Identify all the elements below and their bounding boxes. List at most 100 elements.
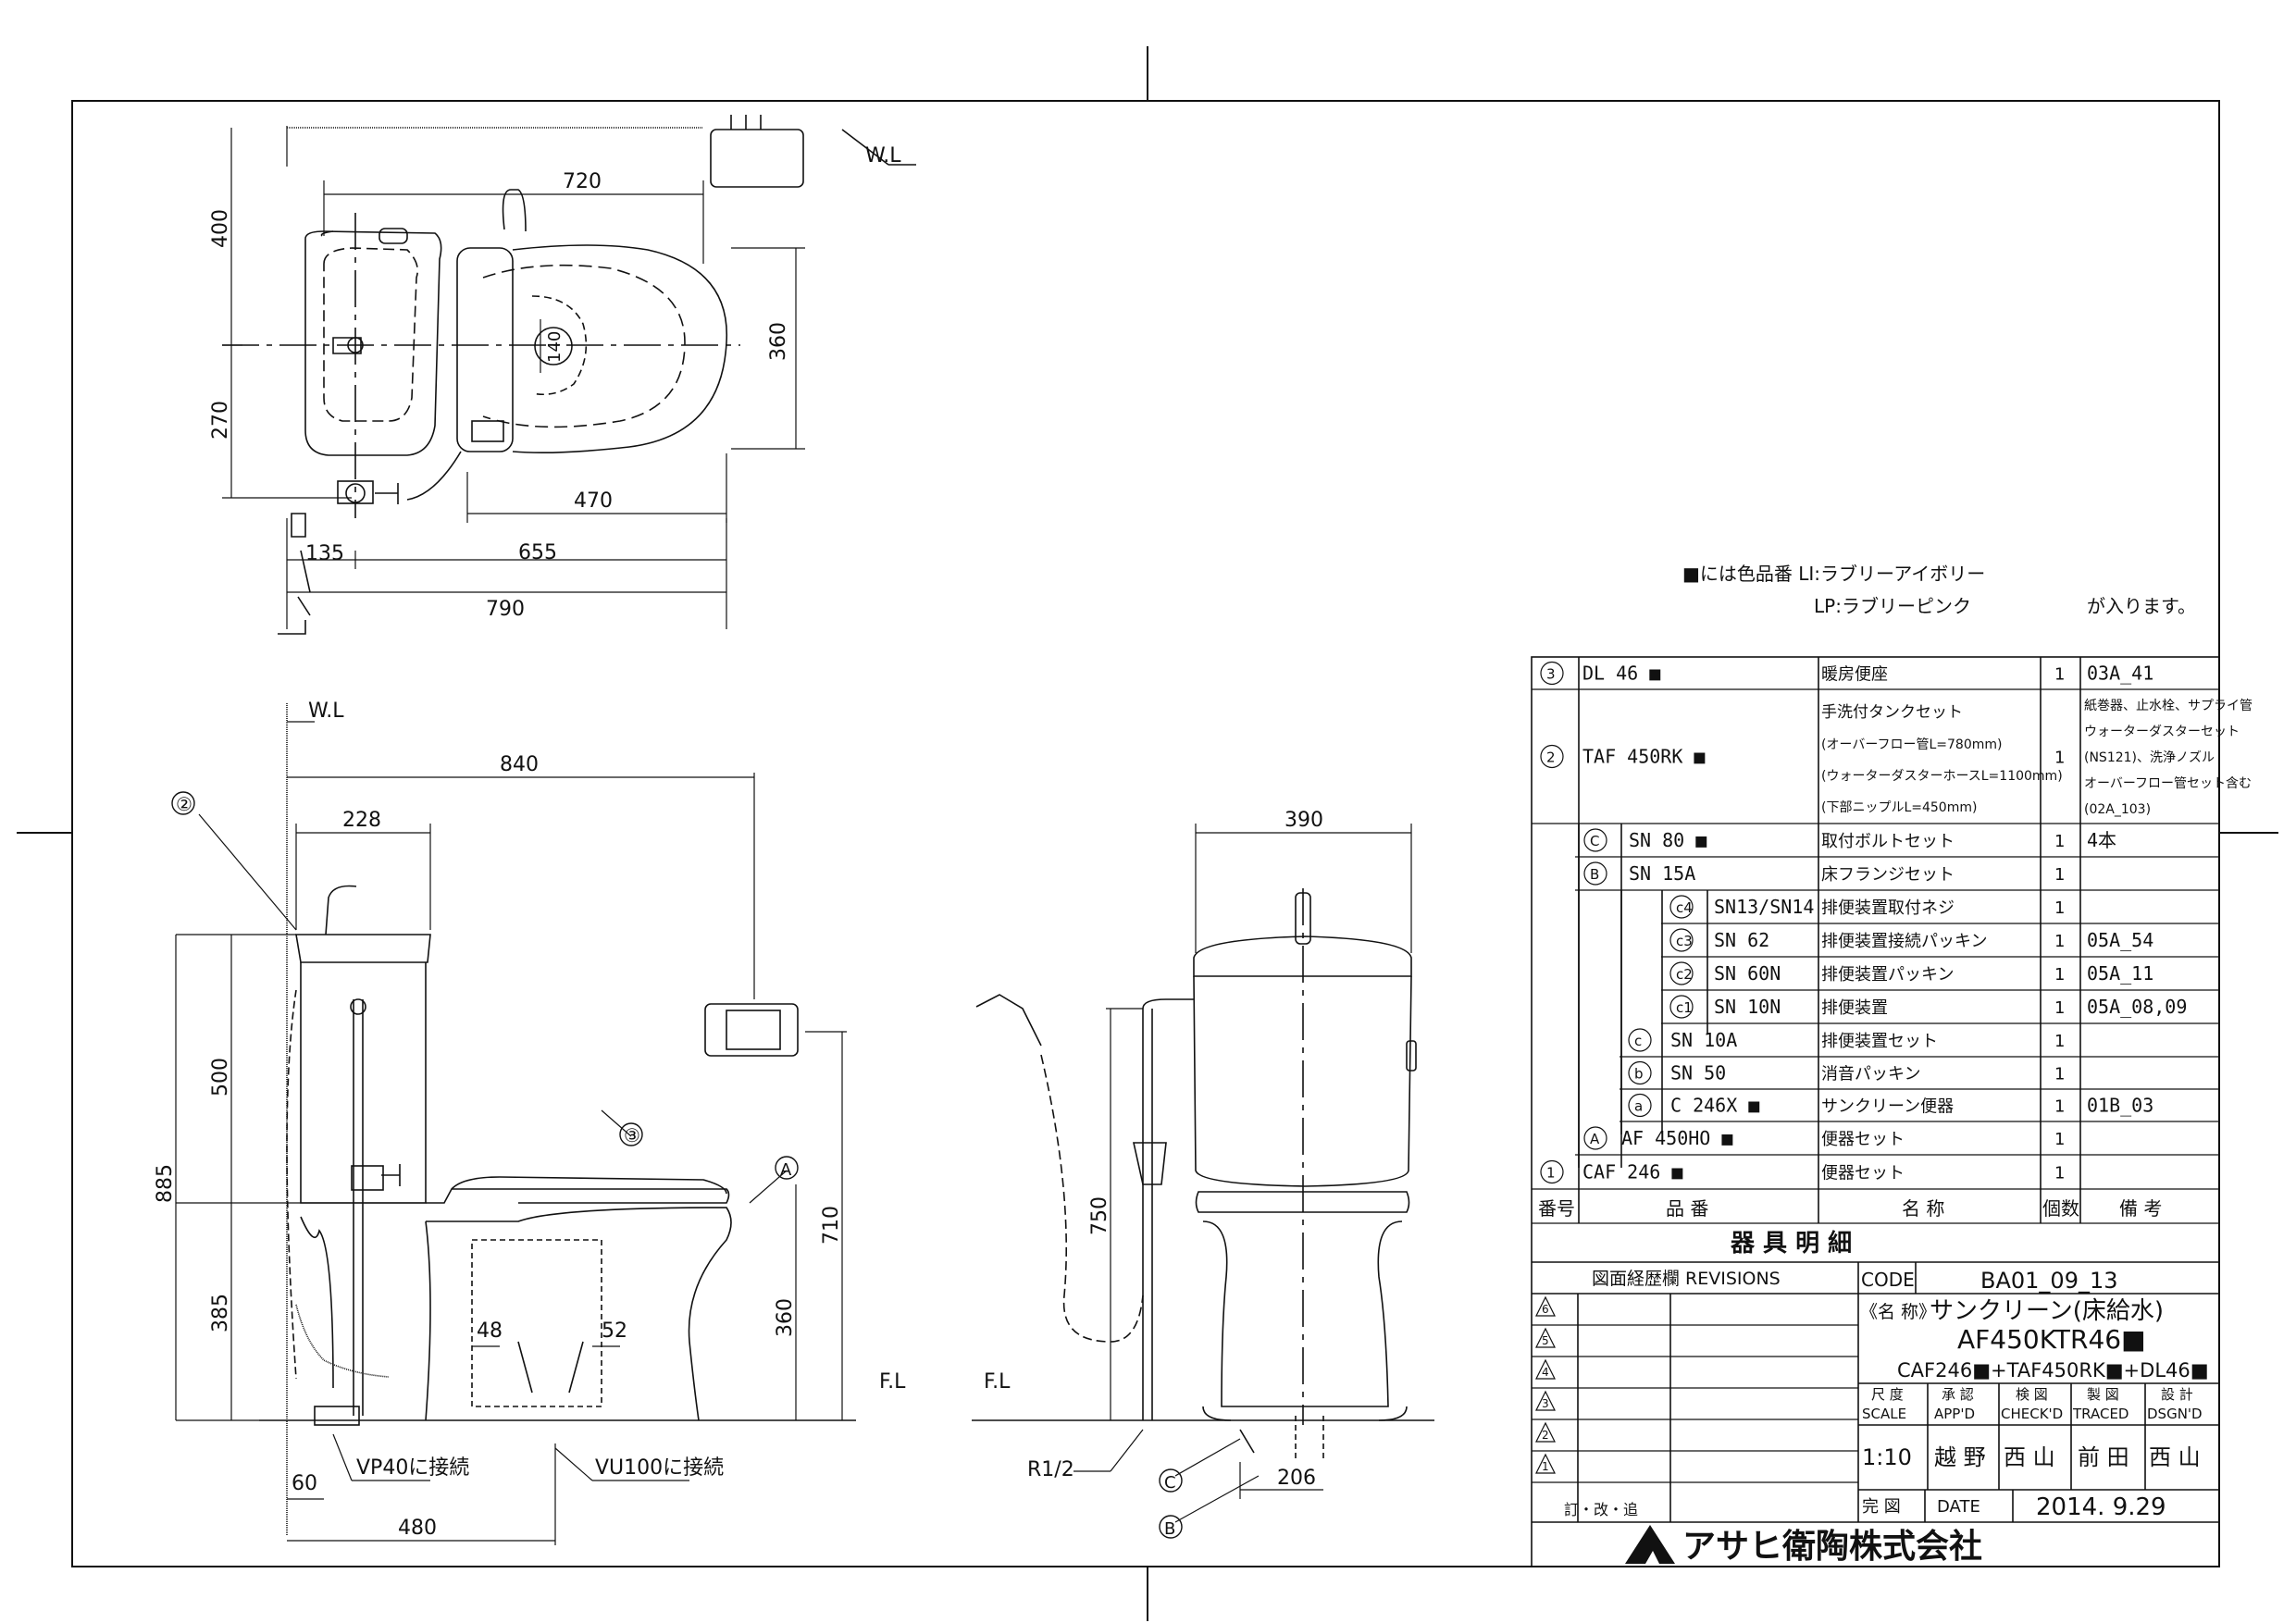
row-remark: 05A_54 bbox=[2087, 929, 2153, 951]
revision-triangle-icon bbox=[1535, 1358, 1556, 1380]
row-number-circle bbox=[1669, 995, 1694, 1019]
row-remark: 05A_08,09 bbox=[2087, 996, 2187, 1018]
dim-400: 400 bbox=[209, 209, 232, 248]
row-number-circle bbox=[1583, 861, 1607, 886]
row-code: SN13/SN14 bbox=[1714, 896, 1814, 918]
revision-mark: 1 bbox=[1542, 1460, 1549, 1473]
callout-2: ② bbox=[176, 793, 192, 815]
row-remark: 紙巻器、止水栓、サプライ管 bbox=[2084, 699, 2253, 713]
row-name: 消音パッキン bbox=[1821, 1065, 1920, 1084]
note-line-1: ■には色品番 LI:ラブリーアイボリー bbox=[1682, 563, 1985, 585]
row-qty: 1 bbox=[2054, 1130, 2065, 1149]
dim-135: 135 bbox=[305, 542, 344, 565]
row-qty: 1 bbox=[2054, 665, 2065, 685]
plan-view bbox=[222, 115, 916, 635]
traced-jp: 製 図 bbox=[2087, 1386, 2119, 1403]
row-number-circle bbox=[1583, 1126, 1607, 1150]
row-code: SN 50 bbox=[1670, 1062, 1726, 1084]
row-number-circle bbox=[1540, 1159, 1564, 1184]
dim-470: 470 bbox=[574, 489, 613, 513]
scale-en: SCALE bbox=[1862, 1406, 1906, 1422]
plan-dim-labels: 720 400 360 140 270 470 135 655 790 W.L bbox=[209, 144, 901, 621]
wl-label-side: W.L bbox=[308, 700, 344, 723]
dim-52: 52 bbox=[602, 1319, 627, 1343]
callout-B: B bbox=[1164, 1519, 1175, 1539]
front-callouts: C B bbox=[1159, 1468, 1183, 1539]
row-remark: ウォーターダスターセット bbox=[2084, 725, 2240, 739]
row-name: 床フランジセット bbox=[1821, 865, 1955, 885]
row-number-circle bbox=[1669, 895, 1694, 919]
hdr-remark: 備 考 bbox=[2119, 1197, 2162, 1220]
parts-table bbox=[1531, 656, 2220, 1567]
row-number: a bbox=[1634, 1098, 1643, 1115]
dim-720: 720 bbox=[563, 170, 602, 193]
row-number-circle bbox=[1540, 744, 1564, 769]
row-number-circle bbox=[1628, 1060, 1652, 1085]
traced-en: TRACED bbox=[2072, 1406, 2128, 1422]
row-name: 排便装置 bbox=[1821, 998, 1888, 1018]
row-name: サンクリーン便器 bbox=[1821, 1097, 1954, 1117]
row-number: 2 bbox=[1546, 750, 1556, 766]
date-jp: 完 図 bbox=[1862, 1497, 1901, 1517]
row-name: 排便装置セット bbox=[1821, 1032, 1938, 1051]
dim-48: 48 bbox=[477, 1319, 503, 1343]
revision-triangle-icon bbox=[1535, 1390, 1556, 1411]
row-code: C 246X ■ bbox=[1670, 1095, 1759, 1117]
callout-C: C bbox=[1164, 1473, 1176, 1493]
row-number: 3 bbox=[1546, 666, 1556, 683]
row-qty: 1 bbox=[2054, 865, 2065, 885]
row-name: 便器セット bbox=[1821, 1130, 1905, 1149]
row-qty: 1 bbox=[2054, 898, 2065, 918]
row-number: c4 bbox=[1676, 899, 1693, 916]
row-number: C bbox=[1590, 833, 1599, 849]
company-logo: アサヒ衛陶株式会社 bbox=[1625, 1525, 1982, 1566]
row-qty: 1 bbox=[2054, 1032, 2065, 1051]
row-code: AF 450HO ■ bbox=[1621, 1127, 1732, 1149]
code-label: CODE bbox=[1861, 1269, 1915, 1291]
dim-750: 750 bbox=[1088, 1196, 1111, 1235]
side-view bbox=[259, 703, 856, 1536]
table-title: 器 具 明 細 bbox=[1730, 1230, 1852, 1258]
callout-3: ③ bbox=[624, 1124, 640, 1146]
revisions-label: 図面経歴欄 REVISIONS bbox=[1592, 1269, 1781, 1289]
scale-jp: 尺 度 bbox=[1871, 1386, 1904, 1403]
logo-mark-icon bbox=[1625, 1525, 1675, 1564]
row-name: 排便装置取付ネジ bbox=[1821, 898, 1955, 918]
front-view bbox=[972, 888, 1434, 1462]
side-dim-labels: 840 228 500 885 385 710 360 48 52 60 480… bbox=[154, 700, 906, 1540]
dim-270: 270 bbox=[209, 401, 232, 440]
row-code: DL 46 ■ bbox=[1582, 663, 1660, 685]
revision-mark: 3 bbox=[1542, 1397, 1549, 1410]
appd-en: APP'D bbox=[1934, 1406, 1975, 1422]
wl-label-plan: W.L bbox=[865, 144, 901, 167]
check-jp: 検 図 bbox=[2016, 1386, 2048, 1403]
row-name: 排便装置パッキン bbox=[1821, 965, 1954, 985]
row-qty: 1 bbox=[2054, 749, 2065, 768]
row-number-circle bbox=[1540, 661, 1564, 686]
row-qty: 1 bbox=[2054, 998, 2065, 1018]
hdr-code: 品 番 bbox=[1666, 1197, 1708, 1220]
row-name: 暖房便座 bbox=[1821, 665, 1888, 685]
dim-885: 885 bbox=[154, 1164, 177, 1203]
row-name-detail: (オーバーフロー管L=780mm) bbox=[1821, 737, 2002, 752]
row-number-circle bbox=[1669, 961, 1694, 985]
dim-480: 480 bbox=[398, 1517, 437, 1540]
row-code: SN 15A bbox=[1629, 862, 1695, 885]
scale-value: 1:10 bbox=[1862, 1444, 1912, 1470]
row-remark: 05A_11 bbox=[2087, 962, 2153, 985]
note-line-2: LP:ラブリーピンク bbox=[1814, 595, 1971, 617]
company-name: アサヒ衛陶株式会社 bbox=[1682, 1528, 1982, 1566]
row-code: SN 10N bbox=[1714, 996, 1781, 1018]
row-number-circle bbox=[1628, 1028, 1652, 1052]
side-callouts: ② ③ A bbox=[171, 791, 799, 1180]
row-remark: 4本 bbox=[2087, 829, 2116, 851]
title-block-text: 図面経歴欄 REVISIONS CODE BA01_09_13 《名 称》 サン… bbox=[1564, 1268, 2209, 1521]
